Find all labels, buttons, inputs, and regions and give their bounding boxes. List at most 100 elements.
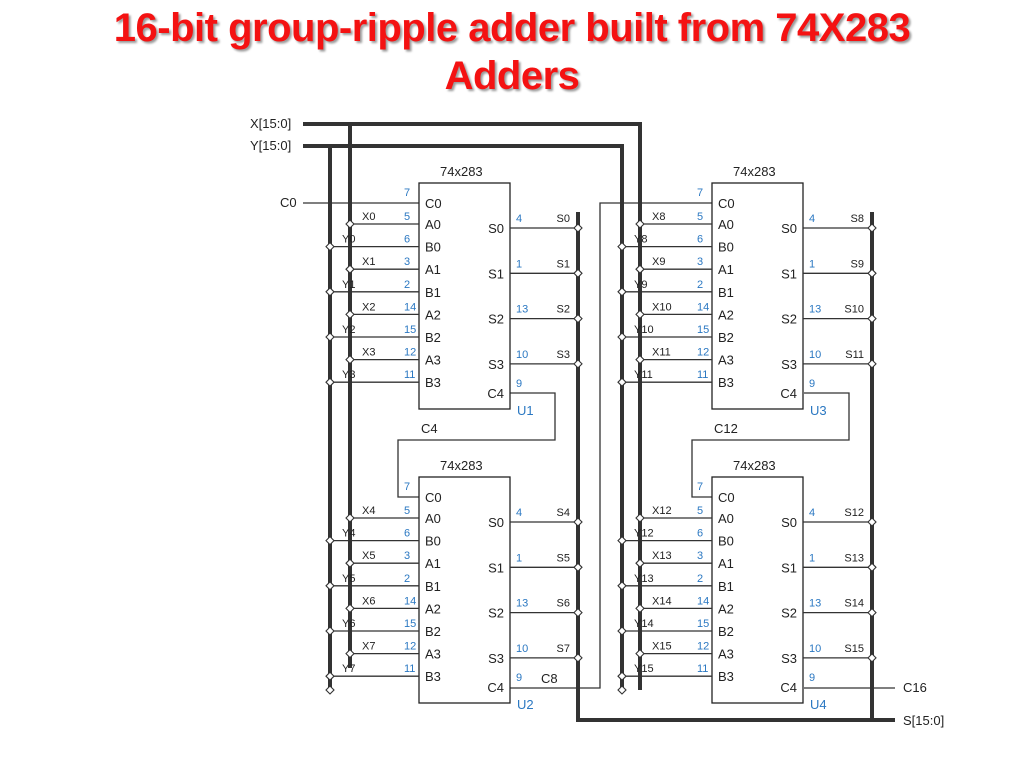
chip-ref: U3: [810, 403, 827, 418]
pin-number: 7: [697, 481, 703, 493]
sum-signal-label: S5: [557, 552, 570, 564]
pin-number: 6: [404, 234, 410, 246]
pin-label: A1: [718, 556, 734, 571]
pin-number: 14: [404, 301, 416, 313]
sum-signal-label: S13: [844, 552, 864, 564]
sum-signal-label: S10: [844, 304, 864, 316]
title-line-1: 16-bit group-ripple adder built from 74X…: [113, 6, 911, 50]
bus-tap: [617, 581, 627, 591]
input-signal-label: X3: [362, 347, 375, 359]
bus-tap: [635, 558, 645, 568]
pin-number: 7: [404, 481, 410, 493]
input-signal-label: X5: [362, 550, 375, 562]
pin-number: 12: [697, 347, 709, 359]
pin-label: B2: [718, 330, 734, 345]
input-signal-label: X14: [652, 595, 672, 607]
sum-signal-label: S3: [557, 349, 570, 361]
pin-number: 2: [404, 573, 410, 585]
sum-signal-label: S4: [557, 507, 570, 519]
sum-signal-label: S12: [844, 507, 864, 519]
pin-number: 11: [697, 663, 708, 675]
bus-tap: [573, 607, 583, 618]
pin-label: S3: [488, 651, 504, 666]
chip-body: [711, 476, 804, 704]
chip-body: [711, 182, 804, 410]
pin-number: 1: [516, 258, 522, 270]
bus-tap: [617, 671, 627, 681]
bus-tap: [635, 309, 645, 320]
pin-number: 7: [404, 187, 410, 199]
pin-label: B1: [718, 579, 734, 594]
input-signal-label: Y9: [634, 279, 647, 291]
bus-tap: [867, 607, 877, 618]
input-signal-label: X1: [362, 256, 375, 268]
pin-label: A2: [718, 601, 734, 616]
pin-number: 9: [516, 378, 522, 390]
pin-number: 2: [404, 279, 410, 291]
pin-number: 9: [809, 672, 815, 684]
c4-label: C4: [421, 421, 438, 436]
input-signal-label: Y4: [342, 528, 355, 540]
pin-number: 13: [809, 304, 821, 316]
bus-tap: [635, 513, 645, 523]
pin-number: 7: [697, 187, 703, 199]
bus-tap: [867, 223, 877, 233]
pin-label: A3: [425, 353, 441, 368]
pin-number: 14: [697, 595, 709, 607]
pin-label: A2: [425, 601, 441, 616]
bus-tap: [345, 354, 355, 365]
chip-ref: U4: [810, 697, 827, 712]
pin-number: 15: [404, 618, 416, 630]
c8-label: C8: [541, 671, 558, 686]
bus-tap: [617, 377, 627, 387]
pin-number: 3: [404, 550, 410, 562]
bus-tap: [635, 354, 645, 365]
bus-tap: [617, 626, 627, 636]
bus-tap: [867, 268, 877, 279]
pin-label: B2: [425, 624, 441, 639]
bus-tap: [325, 287, 335, 297]
pin-number: 1: [809, 258, 815, 270]
bus-tap: [325, 377, 335, 387]
input-signal-label: Y10: [634, 324, 654, 336]
pin-label: A0: [425, 217, 441, 232]
bus-tap: [573, 517, 583, 527]
y-bus: [303, 144, 624, 690]
pin-number: 12: [697, 641, 709, 653]
pin-number: 13: [516, 304, 528, 316]
pin-label: S1: [488, 560, 504, 575]
input-signal-label: X7: [362, 641, 375, 653]
pin-label: B1: [425, 285, 441, 300]
bus-tap: [617, 241, 627, 252]
pin-label: S3: [781, 357, 797, 372]
input-signal-label: X8: [652, 211, 665, 223]
pin-number: 10: [809, 643, 821, 655]
chip-ref: U2: [517, 697, 534, 712]
pin-label: S3: [781, 651, 797, 666]
s-bus-label: S[15:0]: [903, 713, 944, 728]
pin-label: S2: [781, 312, 797, 327]
bus-tap: [325, 671, 335, 681]
bus-tap: [635, 603, 645, 614]
pin-label: B0: [718, 534, 734, 549]
pin-number: 13: [516, 598, 528, 610]
